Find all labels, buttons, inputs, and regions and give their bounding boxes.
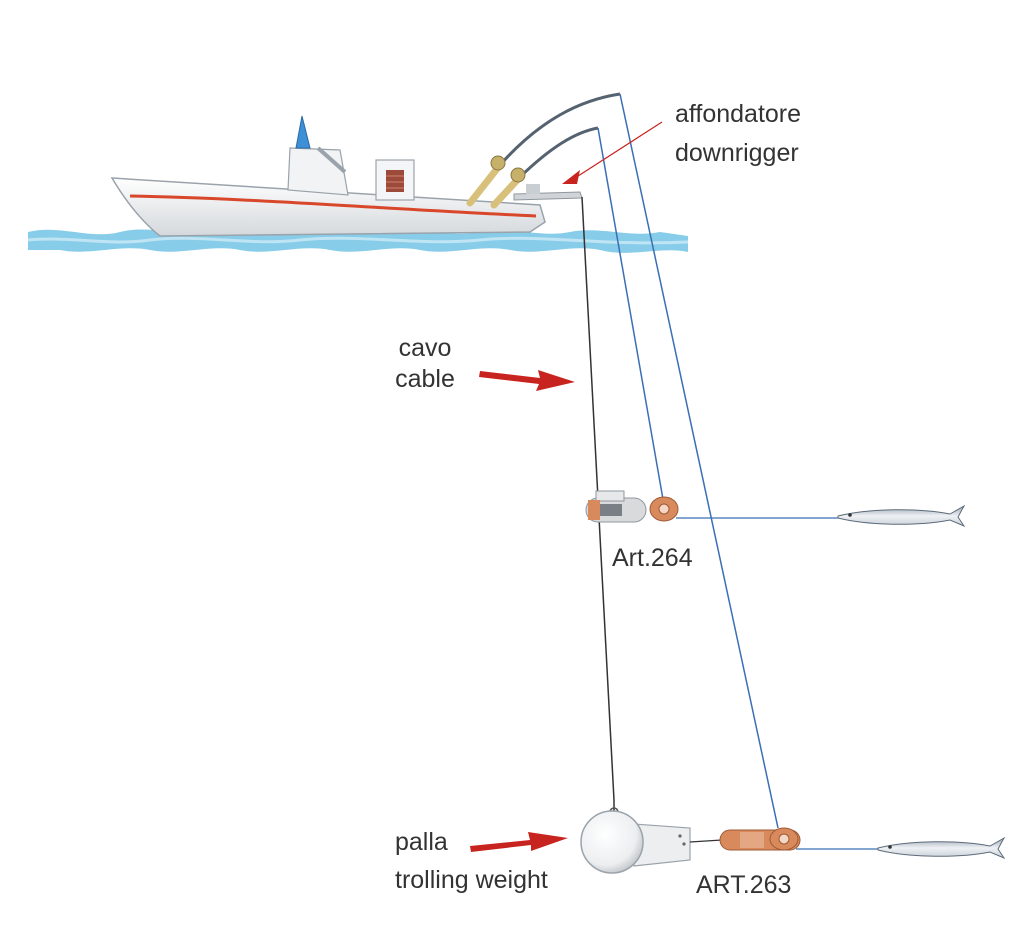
weight-leader — [689, 839, 723, 843]
label-cable-it: cavo — [398, 334, 452, 362]
label-cable-en: cable — [395, 365, 455, 393]
fishing-line-lower — [619, 93, 779, 829]
red-arrow-icon — [470, 832, 568, 852]
label-weight-it: palla — [395, 828, 448, 856]
red-arrow-icon — [562, 121, 663, 184]
label-downrigger-it: affondatore — [675, 100, 802, 128]
red-arrow-icon — [479, 370, 575, 391]
fishing-line-upper — [597, 127, 665, 506]
fishing-rods — [466, 92, 621, 209]
label-weight-en: trolling weight — [395, 866, 548, 894]
label-downrigger-en: downrigger — [675, 139, 799, 167]
line-release-clip-icon — [719, 827, 801, 851]
baitfish-icon — [877, 836, 1006, 860]
label-release-263: ART.263 — [696, 871, 792, 899]
baitfish-icon — [837, 504, 966, 528]
trolling-weight-icon — [580, 800, 691, 874]
line-release-clip-icon — [585, 490, 679, 523]
label-release-264: Art.264 — [612, 544, 693, 572]
